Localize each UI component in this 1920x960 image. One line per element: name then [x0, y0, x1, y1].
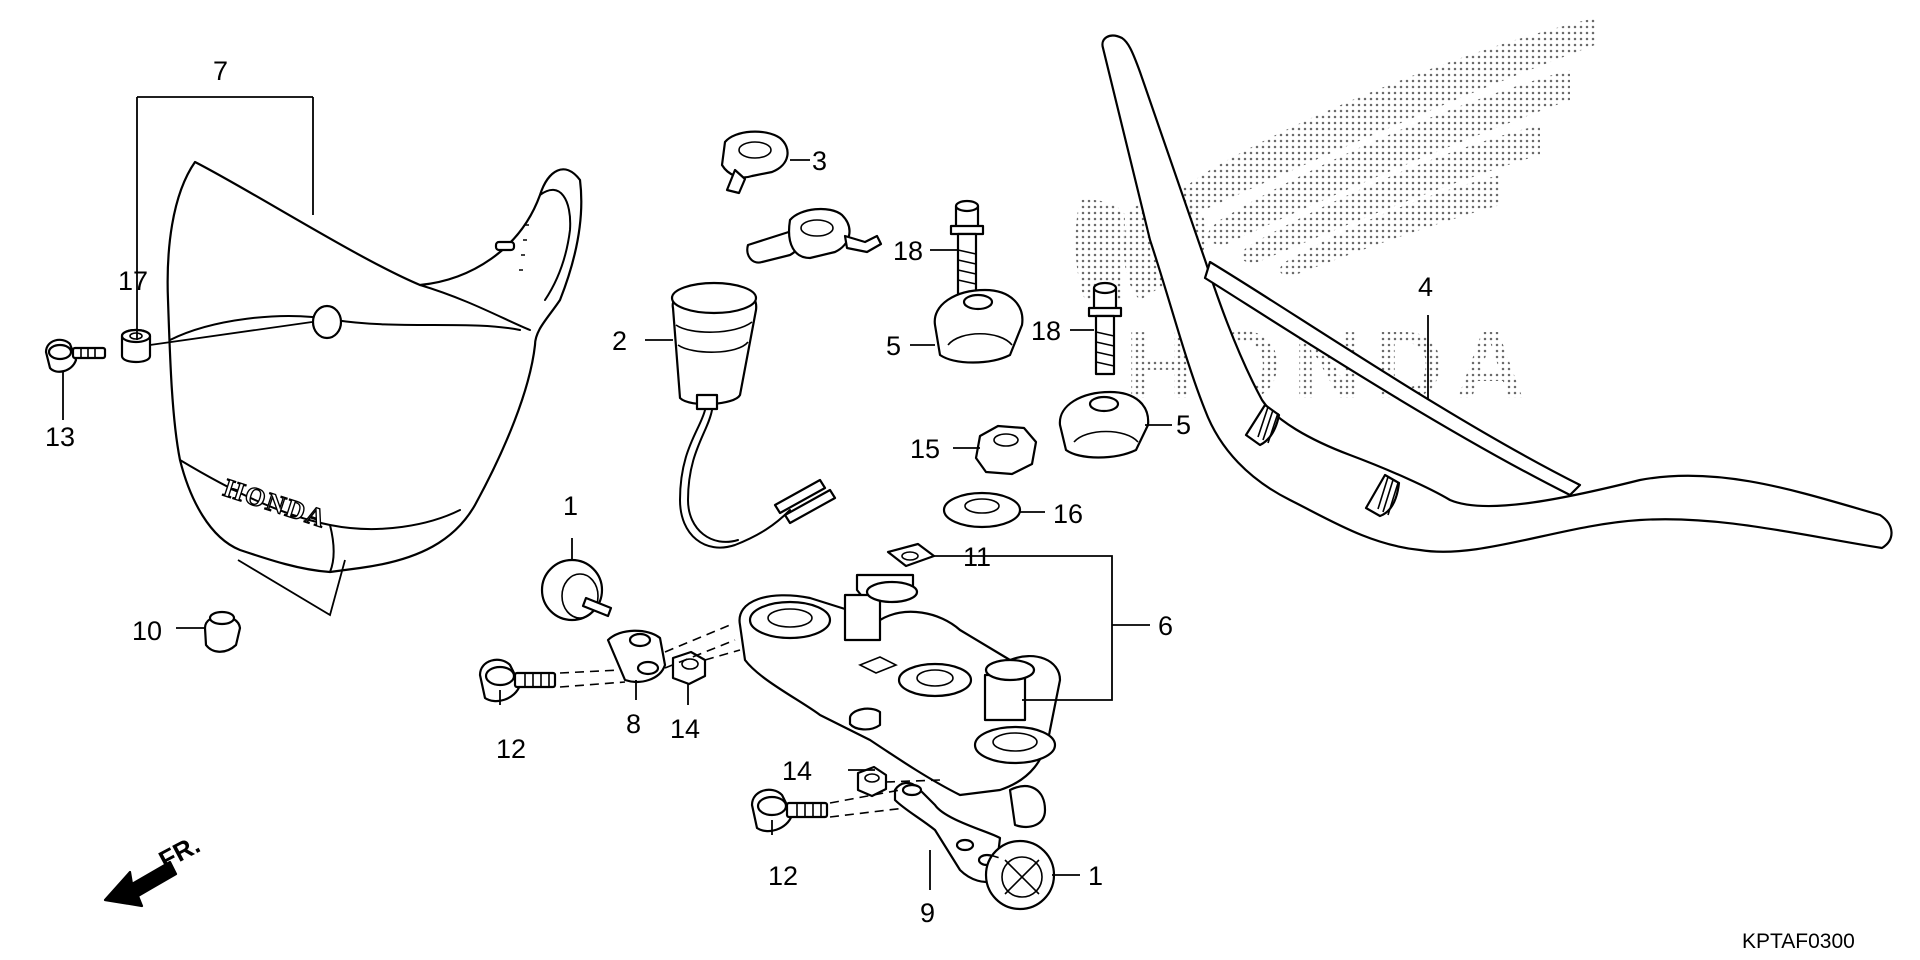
callout-18b: 18 [1031, 316, 1061, 346]
callout-1b: 1 [1088, 861, 1103, 891]
callout-12b: 12 [768, 861, 798, 891]
callout-8: 8 [626, 709, 641, 739]
callout-16: 16 [1053, 499, 1083, 529]
washer-11 [886, 542, 936, 568]
bracket-9 [893, 781, 1002, 884]
callout-15: 15 [910, 434, 940, 464]
handlebar-holder-5b [1058, 390, 1150, 459]
diagram-code: KPTAF0300 [1742, 930, 1855, 953]
callout-labels: 7 17 13 10 3 2 18 18 5 5 15 16 4 11 6 1 … [45, 56, 1433, 928]
handlebar-bolt-18a [949, 199, 985, 296]
grommet-10 [203, 610, 242, 653]
callout-9: 9 [920, 898, 935, 928]
bolt-12a [478, 658, 557, 703]
callout-10: 10 [132, 616, 162, 646]
callout-5b: 5 [1176, 410, 1191, 440]
front-direction-arrow: FR. [103, 829, 205, 908]
bolt-13 [44, 338, 107, 373]
headlight-cover: HONDA [166, 160, 583, 574]
handlebar-holder-5a [933, 288, 1024, 364]
callout-13: 13 [45, 422, 75, 452]
nut-15 [974, 424, 1038, 476]
bolt-12b [750, 788, 829, 833]
grommet-1b [984, 839, 1056, 911]
callout-2: 2 [612, 326, 627, 356]
leader-lines [62, 96, 1429, 890]
callout-3: 3 [812, 146, 827, 176]
callout-4: 4 [1418, 272, 1433, 302]
ignition-switch [670, 207, 883, 549]
nut-14a [671, 650, 707, 686]
grommet-17 [120, 328, 152, 364]
handlebar-bolt-18b [1087, 281, 1123, 376]
callout-18a: 18 [893, 236, 923, 266]
callout-7: 7 [213, 56, 228, 86]
callout-14a: 14 [670, 714, 700, 744]
handlebar [1101, 34, 1893, 553]
top-bridge [738, 573, 1062, 828]
honda-wing-watermark: HONDA [1075, 18, 1595, 419]
grommet-1a [540, 558, 613, 622]
callout-11: 11 [963, 542, 991, 572]
callout-17: 17 [118, 266, 148, 296]
nut-14b [856, 765, 888, 798]
bracket-8 [606, 629, 667, 683]
callout-6: 6 [1158, 611, 1173, 641]
callout-1a: 1 [563, 491, 578, 521]
callout-12a: 12 [496, 734, 526, 764]
callout-14b: 14 [782, 756, 812, 786]
washer-16 [942, 491, 1022, 529]
ignition-key-3 [720, 130, 789, 195]
callout-5a: 5 [886, 331, 901, 361]
